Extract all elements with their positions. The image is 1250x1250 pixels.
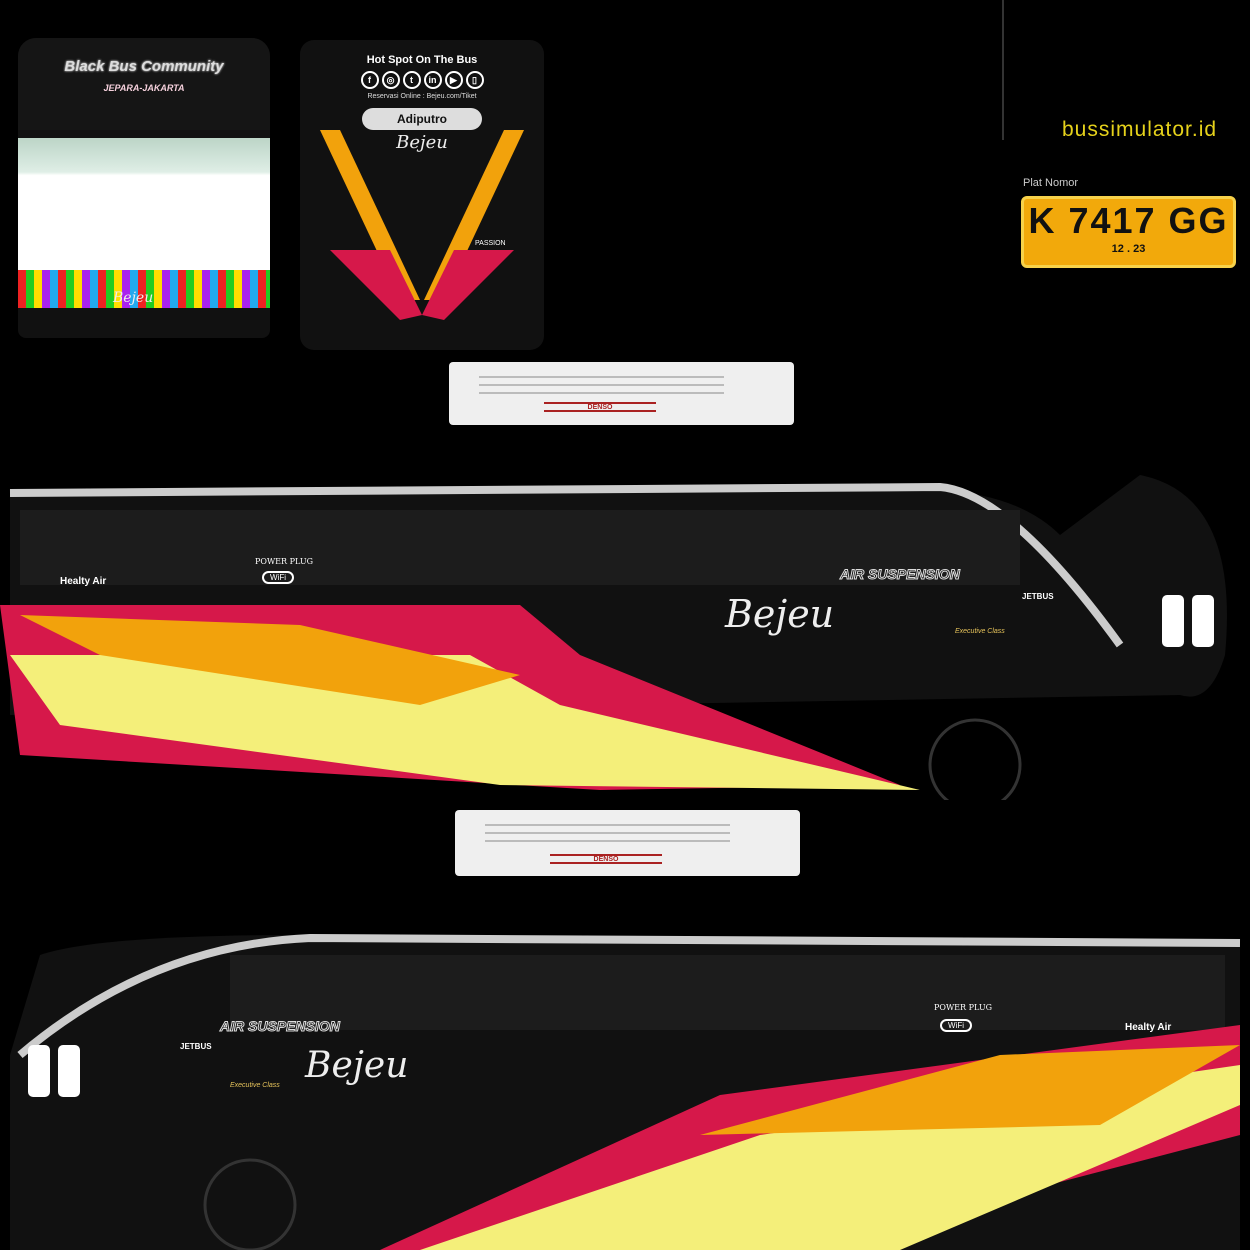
front-title: Black Bus Community (64, 58, 224, 75)
hotspot-text: Hot Spot On The Bus (366, 54, 478, 66)
plate-label: Plat Nomor (1023, 177, 1079, 189)
club-label: Executive Class (955, 628, 1005, 635)
reservation-text: Reservasi Online : Bejeu.com/Tiket (367, 93, 477, 100)
side-left-texture (10, 933, 1241, 1250)
rear-brand: Bejeu (396, 132, 448, 153)
twitter-icon: t (402, 71, 421, 89)
air-suspension-label-2: AIR SUSPENSION (220, 1018, 341, 1035)
power-plug-label-2: POWER PLUG (934, 1003, 992, 1012)
windshield (18, 138, 270, 308)
passion-badge: PASSION (475, 240, 506, 247)
denso-label: DENSO (544, 402, 656, 412)
power-plug-label: POWER PLUG (255, 557, 313, 566)
plate-number: K 7417 GG (1028, 200, 1229, 241)
healthy-air-label: Healty Air (60, 576, 107, 587)
jetbus-label: JETBUS (1022, 592, 1054, 601)
healthy-air-label-2: Healty Air (1125, 1022, 1172, 1033)
club-label-2: Executive Class (230, 1082, 280, 1089)
divider (1002, 0, 1004, 140)
facebook-icon: f (360, 71, 379, 89)
denso-label: DENSO (550, 854, 662, 864)
jetbus-label-2: JETBUS (180, 1042, 212, 1051)
wifi-badge-2: WiFi (940, 1019, 972, 1032)
instagram-icon: ◎ (381, 71, 400, 89)
front-route: JEPARA-JAKARTA (103, 83, 185, 93)
builder-badge: Adiputro (362, 108, 482, 130)
door-texture-top: DENSO (449, 362, 794, 425)
side-brand: Bejeu (725, 592, 835, 636)
youtube-icon: ▶ (444, 71, 463, 89)
linkedin-icon: in (423, 71, 442, 89)
plate-expiry: 12 . 23 (1111, 243, 1146, 255)
license-plate: K 7417 GG 12 . 23 (1021, 196, 1236, 268)
door-texture-bottom: DENSO (455, 810, 800, 876)
front-texture: Black Bus Community JEPARA-JAKARTA Bejeu (18, 38, 270, 338)
side-right-texture (0, 475, 1227, 800)
watermark: bussimulator.id (1062, 118, 1218, 141)
phone-icon: ▯ (465, 71, 484, 89)
wifi-badge: WiFi (262, 571, 294, 584)
air-suspension-label: AIR SUSPENSION (840, 566, 961, 583)
side-brand-2: Bejeu (305, 1045, 409, 1086)
rear-stripes (320, 130, 524, 320)
front-brand: Bejeu (113, 290, 154, 306)
colored-balls (18, 270, 270, 308)
